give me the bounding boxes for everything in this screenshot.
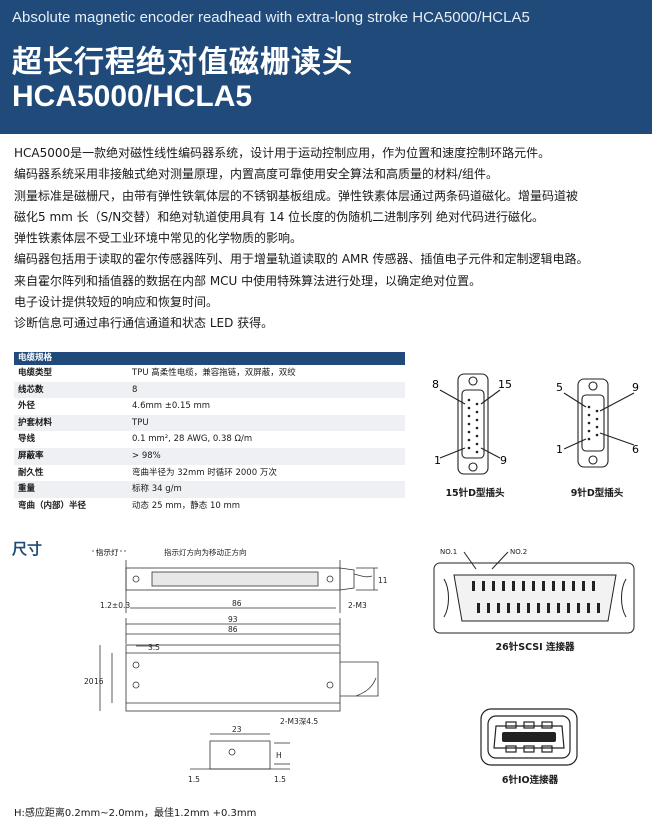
- table-row: 弯曲（内部）半径 动态 25 mm，静态 10 mm: [14, 498, 405, 515]
- table-row: 屏蔽率 > 98%: [14, 447, 405, 465]
- dsub15-drawing: 8 15 1 9: [432, 373, 512, 475]
- spec-value: 动态 25 mm，静态 10 mm: [132, 500, 241, 511]
- pin-label: 9: [500, 454, 507, 467]
- pin-label: 1: [556, 443, 563, 456]
- dim-label: 3.5: [148, 643, 160, 652]
- spec-key: 护套材料: [18, 417, 53, 428]
- spec-value: 0.1 mm², 28 AWG, 0.38 Ω/m: [132, 434, 253, 445]
- spec-key: 电缆类型: [18, 368, 53, 378]
- cable-spec-heading: 电缆规格: [14, 352, 405, 365]
- dim-label: 86: [232, 599, 242, 608]
- dsub15-label: 15针D型插头: [445, 488, 505, 499]
- spec-key: 导线: [18, 434, 36, 445]
- intro-line: 诊断信息可通过串行通信通道和状态 LED 获得。: [14, 316, 274, 331]
- spec-key: 弯曲（内部）半径: [18, 500, 87, 511]
- intro-line: 弹性铁素体层不受工业环境中常见的化学物质的影响。: [14, 231, 303, 246]
- footer-note: H:感应距离0.2mm~2.0mm，最佳1.2mm +0.3mm: [14, 808, 257, 819]
- spec-key: 重量: [18, 484, 36, 495]
- spec-key: 耐久性: [18, 467, 44, 478]
- header-title-model: HCA5000/HCLA5: [12, 80, 253, 113]
- intro-line: 磁化5 mm 长（S/N交替）和绝对轨道使用具有 14 位长度的伪随机二进制序列…: [14, 209, 544, 224]
- cable-spec-rows: 电缆类型 TPU 高柔性电缆，兼容拖链，双屏蔽，双绞 线芯数 8 外径 4.6mm ±…: [14, 365, 405, 514]
- spec-value: 标称 34 g/m: [132, 484, 182, 495]
- header-banner: Absolute magnetic encoder readhead with …: [0, 0, 652, 134]
- header-title-cn: 超长行程绝对值磁栅读头: [12, 45, 353, 80]
- dim-label: 2-M3: [348, 601, 367, 610]
- scsi-no1: NO.1: [440, 548, 457, 556]
- spec-value: TPU: [132, 417, 149, 428]
- spec-value: > 98%: [132, 450, 161, 461]
- spec-value: 弯曲半径为 32mm 时循环 2000 万次: [132, 467, 277, 478]
- intro-line: 来自霍尔阵列和插值器的数据在内部 MCU 中使用特殊算法进行处理，以确定绝对位置…: [14, 273, 482, 288]
- spec-key: 外径: [18, 401, 36, 412]
- dim-indicator: 指示灯: [96, 547, 119, 557]
- scsi26-drawing: NO.1 NO.2: [433, 548, 635, 634]
- intro-text: HCA5000是一款绝对磁性线性编码器系统，设计用于运动控制应用，作为位置和速度…: [14, 143, 644, 335]
- dsub9-label: 9针D型插头: [570, 488, 624, 499]
- dim-indicator-direction: 指示灯方向为移动正方向: [164, 547, 247, 557]
- table-row: 重量 标称 34 g/m: [14, 481, 405, 498]
- dim-label: 1.5: [188, 775, 200, 784]
- table-row: 护套材料 TPU: [14, 414, 405, 432]
- cable-spec-table: 电缆规格 电缆类型 TPU 高柔性电缆，兼容拖链，双屏蔽，双绞 线芯数 8 外径 4.…: [14, 352, 405, 514]
- table-row: 外径 4.6mm ±0.15 mm: [14, 398, 405, 415]
- dsub9-drawing: 5 9 1 6: [556, 378, 639, 468]
- table-row: 线芯数 8: [14, 381, 405, 399]
- pin-label: 8: [432, 378, 439, 391]
- spec-value: 8: [132, 384, 138, 395]
- dim-label: 86: [228, 625, 238, 634]
- table-row: 导线 0.1 mm², 28 AWG, 0.38 Ω/m: [14, 431, 405, 448]
- dimension-drawing: 指示灯 指示灯方向为移动正方向 86 1.2±0.3 2-M3 11 93 86…: [84, 547, 388, 784]
- dim-label: 20: [84, 677, 94, 686]
- spec-value: TPU 高柔性电缆，兼容拖链，双屏蔽，双绞: [132, 368, 296, 378]
- intro-line: 编码器包括用于读取的霍尔传感器阵列、用于增量轨道读取的 AMR 传感器、插值电子…: [14, 252, 589, 267]
- io6-drawing: [480, 708, 578, 766]
- spec-key: 线芯数: [18, 384, 44, 395]
- scsi-no2: NO.2: [510, 548, 527, 556]
- io6-label: 6针IO连接器: [501, 775, 559, 786]
- header-subtitle: Absolute magnetic encoder readhead with …: [12, 9, 530, 26]
- dim-label: 93: [228, 615, 238, 624]
- spec-value: 4.6mm ±0.15 mm: [132, 401, 211, 412]
- dim-label: 23: [232, 725, 242, 734]
- pin-label: 9: [632, 381, 639, 394]
- pin-label: 1: [434, 454, 441, 467]
- intro-line: HCA5000是一款绝对磁性线性编码器系统，设计用于运动控制应用，作为位置和速度…: [14, 146, 551, 160]
- spec-key: 屏蔽率: [18, 450, 44, 461]
- dim-label: 1.5: [274, 775, 286, 784]
- dim-label: 1.2±0.3: [100, 601, 130, 610]
- intro-line: 编码器系统采用非接触式绝对测量原理，内置高度可靠使用安全算法和高质量的材料/组件…: [14, 167, 499, 182]
- dim-label: H: [276, 751, 282, 760]
- pin-label: 5: [556, 381, 563, 394]
- dim-label: 11: [378, 576, 388, 585]
- table-row: 电缆类型 TPU 高柔性电缆，兼容拖链，双屏蔽，双绞: [14, 365, 405, 382]
- table-row: 耐久性 弯曲半径为 32mm 时循环 2000 万次: [14, 465, 405, 482]
- intro-line: 电子设计提供较短的响应和恢复时间。: [14, 295, 219, 310]
- dimensions-title: 尺寸: [12, 540, 43, 558]
- dim-label: 2-M3深4.5: [280, 717, 318, 726]
- pin-label: 15: [498, 378, 512, 391]
- pin-label: 6: [632, 443, 639, 456]
- dim-label: 16: [94, 677, 104, 686]
- intro-line: 测量标准是磁栅尺，由带有弹性铁氧体层的不锈钢基板组成。弹性铁素体层通过两条码道磁…: [14, 188, 579, 203]
- scsi26-label: 26针SCSI 连接器: [495, 642, 575, 653]
